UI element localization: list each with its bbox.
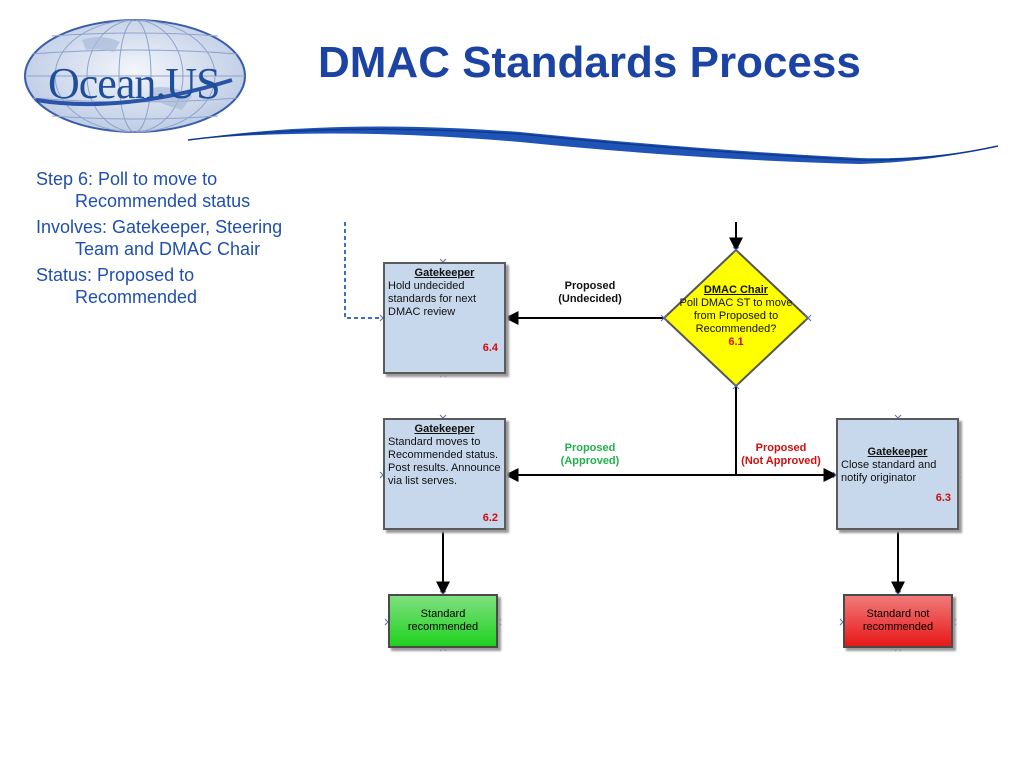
edge-label-approved: Proposed (Approved) <box>540 442 640 468</box>
box-role: Gatekeeper <box>414 267 475 279</box>
terminal-standard-recommended: Standard recommended <box>388 594 498 648</box>
edge-label-not-approved: Proposed (Not Approved) <box>734 442 828 468</box>
decision-number: 6.1 <box>728 336 744 348</box>
header-swoosh <box>187 126 999 164</box>
page-title: DMAC Standards Process <box>318 38 861 87</box>
process-box-6-3: Gatekeeper Close standard and notify ori… <box>836 418 959 530</box>
edge-label-line: (Undecided) <box>558 293 622 305</box>
box-number: 6.4 <box>482 342 498 354</box>
globe-icon <box>24 19 246 133</box>
step-description: Step 6: Poll to move to Recommended stat… <box>36 168 286 312</box>
decision-6-1: DMAC Chair Poll DMAC ST to move from Pro… <box>674 284 798 349</box>
box-number: 6.3 <box>935 492 951 504</box>
process-box-6-2: Gatekeeper Standard moves to Recommended… <box>383 418 506 530</box>
box-text: Close standard and notify originator <box>841 459 937 484</box>
box-text: Hold undecided standards for next DMAC r… <box>388 280 477 318</box>
bullet-involves: Involves: Gatekeeper, Steering Team and … <box>36 217 283 259</box>
box-role: Gatekeeper <box>867 446 928 458</box>
decision-role: DMAC Chair <box>703 284 769 296</box>
logo-text: Ocean.US <box>48 59 221 108</box>
edge-label-undecided: Proposed (Undecided) <box>540 280 640 306</box>
bullet-step: Step 6: Poll to move to Recommended stat… <box>36 169 251 211</box>
process-box-6-4: Gatekeeper Hold undecided standards for … <box>383 262 506 374</box>
decision-question: Poll DMAC ST to move from Proposed to Re… <box>679 297 793 335</box>
dashed-connector <box>344 222 383 319</box>
edge-label-line: (Approved) <box>560 455 620 467</box>
edge-label-line: (Not Approved) <box>741 455 821 467</box>
edge-label-line: Proposed <box>755 442 807 454</box>
ocean-us-logo: Ocean.US <box>22 18 252 138</box>
edge-label-line: Proposed <box>564 442 616 454</box>
terminal-standard-not-recommended: Standard not recommended <box>843 594 953 648</box>
box-number: 6.2 <box>482 512 498 524</box>
box-role: Gatekeeper <box>414 423 475 435</box>
bullet-status: Status: Proposed to Recommended <box>36 265 198 307</box>
box-text: Standard moves to Recommended status. Po… <box>388 436 501 487</box>
edge-label-line: Proposed <box>564 280 616 292</box>
